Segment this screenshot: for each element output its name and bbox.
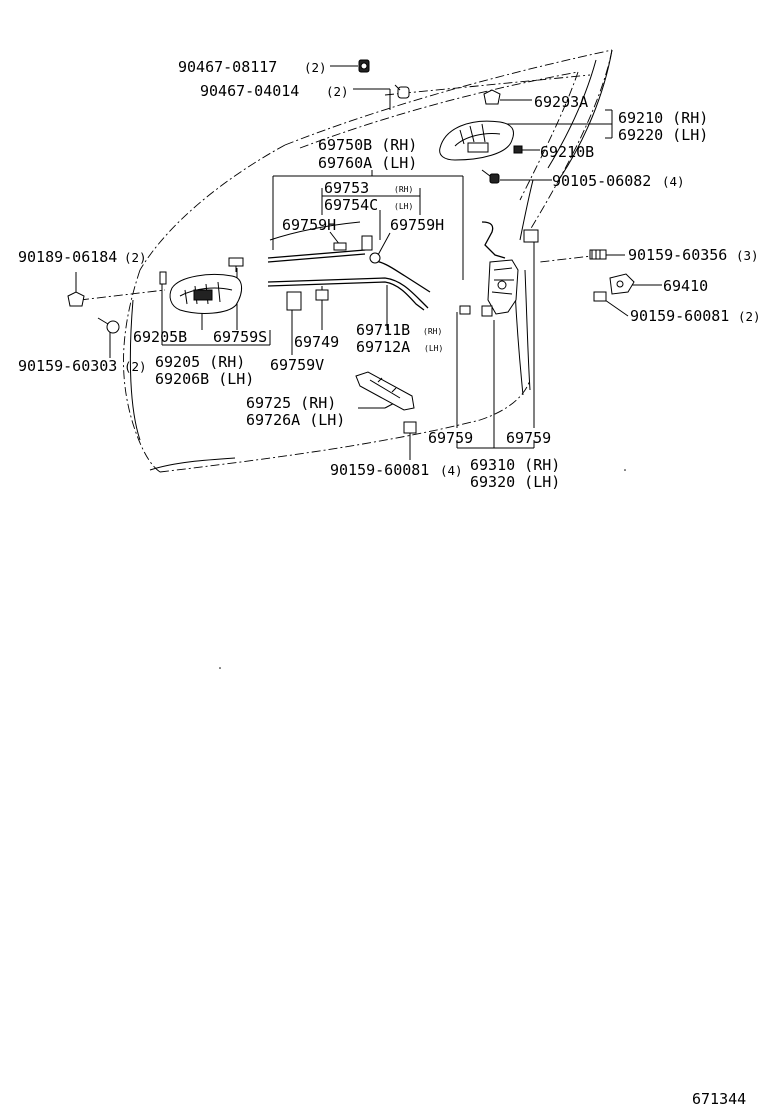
label-90467-04014-qty: (2) <box>326 84 349 99</box>
screw-90159-60081-right-icon <box>593 291 607 302</box>
label-90159-60356: 90159-60356 <box>628 246 727 264</box>
label-69750b: 69750B (RH) <box>318 136 417 154</box>
label-69205b: 69205B <box>133 328 187 346</box>
clip-90467-04014-icon <box>394 84 410 99</box>
label-69759-right: 69759 <box>506 429 551 447</box>
label-69711b: 69711B <box>356 321 410 339</box>
label-69754c: 69754C <box>324 196 378 214</box>
label-69712a-lh: (LH) <box>424 344 443 353</box>
door-outline <box>123 49 613 473</box>
label-69711b-rh: (RH) <box>423 327 442 336</box>
stray-dot <box>219 667 221 669</box>
label-90159-60081-right-qty: (2) <box>738 309 760 324</box>
clip-69749-icon <box>315 286 329 301</box>
clip-69759s-icon <box>228 257 244 272</box>
label-90189-06184: 90189-06184 <box>18 248 117 266</box>
label-90159-60081-bottom: 90159-60081 <box>330 461 429 479</box>
label-69759v: 69759V <box>270 356 324 374</box>
inside-handle-icon <box>169 274 242 314</box>
label-69725: 69725 (RH) <box>246 394 336 412</box>
label-69206b: 69206B (LH) <box>155 370 254 388</box>
screw-69205b-icon <box>159 271 167 285</box>
label-90159-60081-right: 90159-60081 <box>630 307 729 325</box>
label-69320: 69320 (LH) <box>470 473 560 491</box>
striker-69410-icon <box>609 273 635 295</box>
protector-69759v-icon <box>286 291 302 311</box>
screw-90159-60303-icon <box>97 317 120 334</box>
label-69754c-lh: (LH) <box>394 202 413 211</box>
part-labels: 90467-08117 (2) 90467-04014 (2) 69293A 6… <box>18 58 760 491</box>
label-90467-04014: 90467-04014 <box>200 82 299 100</box>
label-69753: 69753 <box>324 179 369 197</box>
label-90159-60303-qty: (2) <box>124 359 147 374</box>
label-69753-rh: (RH) <box>394 185 413 194</box>
label-69210: 69210 (RH) <box>618 109 708 127</box>
part-glyphs <box>67 59 635 434</box>
label-90189-06184-qty: (2) <box>124 250 147 265</box>
label-69293a: 69293A <box>534 93 588 111</box>
label-90467-08117-qty: (2) <box>304 60 327 75</box>
label-69759-left: 69759 <box>428 429 473 447</box>
screw-90159-60081-bottom-icon <box>403 421 417 434</box>
label-69712a: 69712A <box>356 338 410 356</box>
outside-handle-icon <box>439 120 514 161</box>
label-90105-06082: 90105-06082 <box>552 172 651 190</box>
clip-90467-08117-icon <box>358 59 370 73</box>
leader-lines <box>75 65 662 460</box>
clip-90189-06184-icon <box>67 291 85 307</box>
label-90159-60356-qty: (3) <box>736 248 759 263</box>
label-90105-06082-qty: (4) <box>662 174 685 189</box>
screw-90105-06082-icon <box>481 169 500 184</box>
label-69310: 69310 (RH) <box>470 456 560 474</box>
label-69759s: 69759S <box>213 328 267 346</box>
label-69210b: 69210B <box>540 143 594 161</box>
label-90467-08117: 90467-08117 <box>178 58 277 76</box>
label-69220: 69220 (LH) <box>618 126 708 144</box>
label-69749: 69749 <box>294 333 339 351</box>
bracket-69725-icon <box>355 371 415 411</box>
clip-69293a-icon <box>483 89 501 105</box>
label-69759h-left: 69759H <box>282 216 336 234</box>
label-69726a: 69726A (LH) <box>246 411 345 429</box>
label-90159-60081-bottom-qty: (4) <box>440 463 463 478</box>
clip-69759-icon <box>459 229 539 315</box>
label-69759h-right: 69759H <box>390 216 444 234</box>
bolt-90159-60356-icon <box>589 249 607 260</box>
door-lock-icon <box>481 259 519 317</box>
diagram-code: 671344 <box>692 1090 746 1108</box>
stray-dot <box>624 469 626 471</box>
label-69410: 69410 <box>663 277 708 295</box>
rod-clip-69759h-icon <box>333 235 381 264</box>
screw-69210b-icon <box>513 145 523 154</box>
label-90159-60303: 90159-60303 <box>18 357 117 375</box>
label-69205: 69205 (RH) <box>155 353 245 371</box>
label-69760a: 69760A (LH) <box>318 154 417 172</box>
